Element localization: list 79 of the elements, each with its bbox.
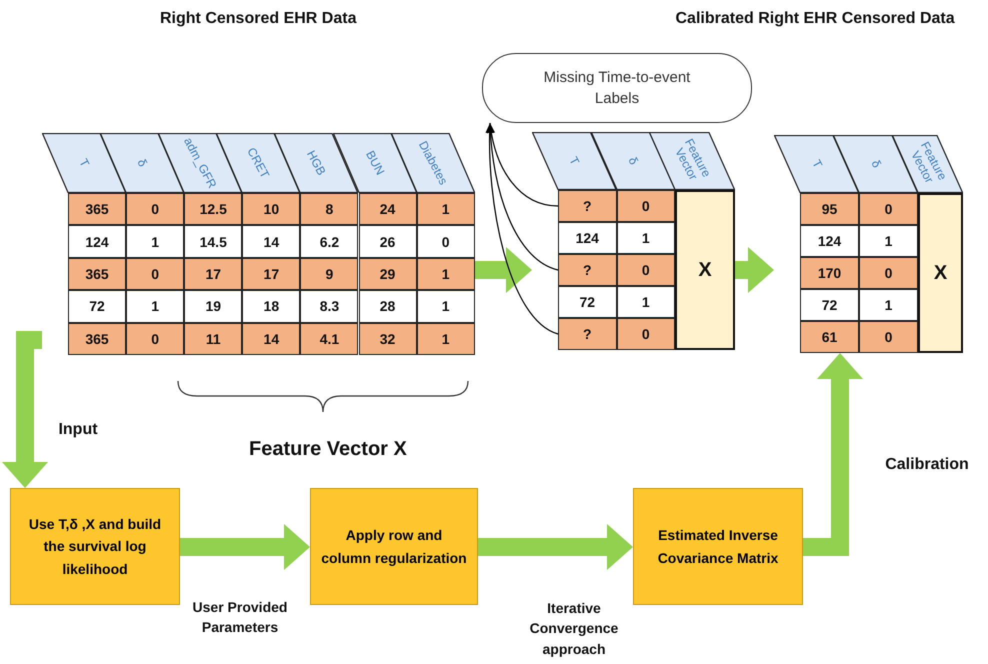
arrow: [486, 122, 558, 335]
table-cell: 124: [558, 222, 616, 254]
table-cell: 0: [126, 193, 184, 226]
table-cell: 1: [859, 289, 918, 321]
table-cell: 365: [68, 193, 126, 226]
column-header: T: [774, 135, 859, 193]
feature-vector-cell: X: [918, 193, 963, 353]
table-cell: 10: [242, 193, 300, 226]
table-cell: 17: [242, 258, 300, 290]
arrow: [180, 524, 310, 570]
arrow: [487, 122, 558, 207]
table-cell: 11: [184, 322, 242, 355]
column-header: T: [42, 133, 126, 193]
table-cell: 14.5: [184, 225, 242, 258]
table-cell: 95: [800, 193, 859, 225]
arrow: [803, 353, 863, 556]
table-cell: 0: [126, 258, 184, 290]
table-cell: 32: [358, 322, 417, 355]
table-cell: 365: [68, 258, 126, 290]
table-cell: 12.5: [184, 193, 242, 226]
table-cell: 1: [126, 225, 184, 258]
table-cell: 0: [126, 322, 184, 355]
table-cell: 1: [416, 290, 475, 323]
table-cell: 8.3: [300, 290, 358, 323]
table-cell: 1: [416, 322, 475, 355]
table-cell: 72: [558, 286, 616, 318]
table-cell: 8: [300, 193, 358, 226]
table-title: Calibrated Right EHR Censored Data: [676, 10, 955, 28]
arrow: [735, 247, 774, 293]
table-cell: 0: [616, 190, 675, 222]
table-cell: 1: [859, 225, 918, 257]
process-box: Apply row and column regularization: [310, 488, 478, 605]
table-cell: 26: [358, 225, 417, 258]
column-header: T: [532, 132, 616, 190]
table-cell: 365: [68, 322, 126, 355]
table-cell: ?: [558, 254, 616, 286]
table-cell: 24: [358, 193, 417, 226]
table-cell: 1: [416, 258, 475, 290]
table-cell: 19: [184, 290, 242, 323]
table-cell: ?: [558, 318, 616, 350]
caption-text: Feature Vector X: [249, 438, 407, 461]
table-cell: 124: [68, 225, 126, 258]
table-cell: 0: [416, 225, 475, 258]
arrow: [478, 524, 633, 570]
table-cell: 0: [859, 193, 918, 225]
column-header: δ: [100, 133, 184, 193]
table-cell: 72: [800, 289, 859, 321]
table-cell: 28: [358, 290, 417, 323]
table-cell: 14: [242, 225, 300, 258]
table-cell: 6.2: [300, 225, 358, 258]
table-cell: 18: [242, 290, 300, 323]
arrow: [474, 247, 532, 293]
table-cell: 124: [800, 225, 859, 257]
process-box: Use T,δ ,X and build the survival log likelihood: [10, 488, 180, 605]
process-box: Estimated Inverse Covariance Matrix: [633, 488, 803, 605]
column-header: HGB: [274, 133, 358, 193]
table-cell: 9: [300, 258, 358, 290]
table-cell: 0: [859, 321, 918, 353]
table-cell: 17: [184, 258, 242, 290]
table-cell: 4.1: [300, 322, 358, 355]
feature-vector-cell: X: [675, 190, 735, 350]
arrow: [2, 331, 48, 488]
table-cell: 1: [416, 193, 475, 226]
column-header: BUN: [332, 133, 417, 193]
table-cell: 14: [242, 322, 300, 355]
table-cell: 1: [616, 222, 675, 254]
table-cell: 1: [126, 290, 184, 323]
table-cell: 0: [616, 254, 675, 286]
table-cell: 0: [859, 257, 918, 289]
callout-bubble: Missing Time-to-event Labels: [482, 53, 752, 123]
table-cell: 61: [800, 321, 859, 353]
table-cell: 72: [68, 290, 126, 323]
table-cell: 170: [800, 257, 859, 289]
column-header: δ: [590, 132, 675, 190]
table-cell: ?: [558, 190, 616, 222]
table-title: Right Censored EHR Data: [160, 10, 356, 28]
table-cell: 0: [616, 318, 675, 350]
table-cell: 1: [616, 286, 675, 318]
table-cell: 29: [358, 258, 417, 290]
